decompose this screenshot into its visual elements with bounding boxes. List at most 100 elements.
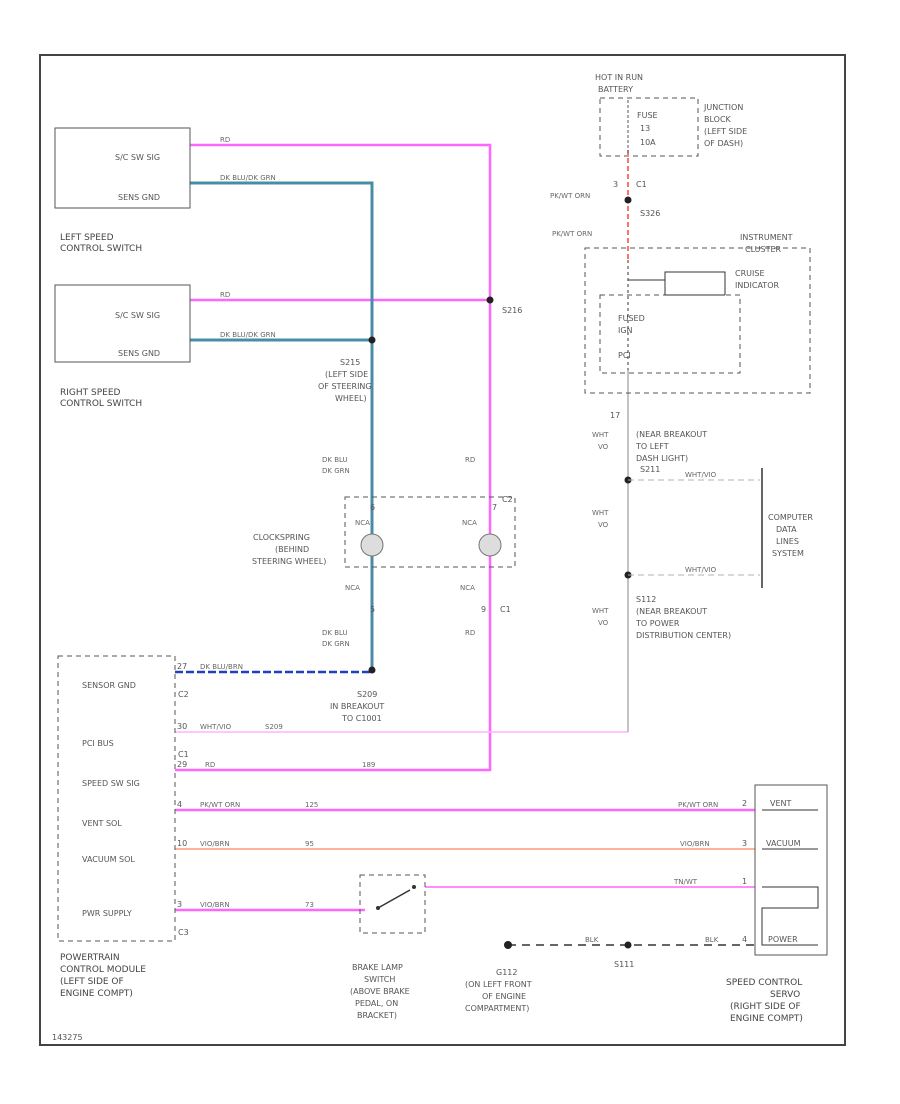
splice-s112-label4: DISTRIBUTION CENTER) (636, 631, 731, 640)
splice-s211-label4: DASH LIGHT) (636, 454, 688, 463)
wire-label-dkgrn-1: DK GRN (322, 467, 350, 475)
junction-pin-c1: C1 (636, 180, 647, 189)
wire-label-pkwt-2: PK/WT ORN (552, 230, 592, 238)
wire-label-vent-pin: 125 (305, 801, 318, 809)
pcm-vent-sol: VENT SOL (82, 819, 122, 828)
fuse-label2: 13 (640, 124, 650, 133)
data-line-upper-label: WHT/VIO (685, 471, 717, 479)
brake-switch-label5: BRACKET) (357, 1011, 397, 1020)
clockspring-label2: (BEHIND (275, 545, 309, 554)
servo-caption1: SPEED CONTROL (726, 978, 802, 988)
pcm-pin-4: 4 (177, 800, 182, 809)
splice-s326-dot (624, 196, 632, 204)
wire-label-vent: PK/WT ORN (200, 801, 240, 809)
brake-switch-label4: PEDAL, ON (355, 999, 398, 1008)
splice-s215-label3: OF STEERING (318, 382, 372, 391)
clockspring-pin-5: 5 (370, 605, 375, 614)
servo-caption3: (RIGHT SIDE OF (730, 1002, 801, 1012)
ground-label2: (ON LEFT FRONT (465, 980, 532, 989)
splice-s209-dot (368, 666, 376, 674)
right-switch-sig-label: S/C SW SIG (115, 311, 160, 320)
junction-block-box (599, 97, 699, 157)
clockspring-nca-tr: NCA (462, 519, 477, 527)
splice-s112-label3: TO POWER (635, 619, 680, 628)
wire-label-speed-rd: RD (205, 761, 215, 769)
hot-in-run-label2: BATTERY (598, 85, 633, 94)
wire-label-rd-4: RD (465, 629, 475, 637)
clockspring-pin-9: 9 (481, 605, 486, 614)
computer-data-label4: SYSTEM (772, 549, 804, 558)
cruise-indicator-label1: CRUISE (735, 269, 765, 278)
left-switch-sig-label: S/C SW SIG (115, 153, 160, 162)
fuse-label3: 10A (640, 138, 656, 147)
pcm-pin-10: 10 (177, 839, 187, 848)
cluster-fused-label1: FUSED (618, 314, 645, 323)
clockspring-nca-bl: NCA (345, 584, 360, 592)
diagram-id: 143275 (52, 1033, 83, 1042)
pcm-speed-sw-sig: SPEED SW SIG (82, 779, 140, 788)
servo-caption2: SERVO (770, 990, 800, 1000)
pcm-sensor-gnd: SENSOR GND (82, 681, 136, 690)
cluster-label2: CLUSTER (745, 245, 782, 254)
pcm-pin-c2: C2 (178, 690, 189, 699)
servo-pin-2: 2 (742, 799, 747, 808)
splice-s215-label2: (LEFT SIDE (325, 370, 368, 379)
cruise-indicator-return (664, 280, 725, 296)
wire-label-sensor-gnd: DK BLU/BRN (200, 663, 243, 671)
splice-s211-label1: S211 (640, 465, 660, 474)
splice-s216-dot (486, 296, 494, 304)
ground-label4: COMPARTMENT) (465, 1004, 529, 1013)
splice-s211-label2: (NEAR BREAKOUT (636, 430, 707, 439)
wire-label-rd-1: RD (220, 136, 230, 144)
splice-s112-label2: (NEAR BREAKOUT (636, 607, 707, 616)
wire-label-vo-1: VO (598, 443, 609, 451)
wire-label-pwr: VIO/BRN (200, 901, 230, 909)
clockspring-pin-6: 6 (370, 503, 375, 512)
junction-label3: (LEFT SIDE (704, 127, 747, 136)
junction-pin-3: 3 (613, 180, 618, 189)
brake-switch-blade (377, 889, 411, 909)
servo-vacuum-label: VACUUM (766, 839, 801, 848)
pcm-box (57, 655, 176, 942)
cluster-inner-box (599, 294, 741, 374)
wire-label-pci-s209: S209 (265, 723, 283, 731)
junction-label1: JUNCTION (703, 103, 743, 112)
wire-label-vacuum-r: VIO/BRN (680, 840, 710, 848)
splice-s215-dot (368, 336, 376, 344)
wire-label-brake-r: TN/WT (673, 878, 698, 886)
fuse-label1: FUSE (637, 111, 658, 120)
right-switch-caption1: RIGHT SPEED (60, 388, 121, 398)
cluster-pci-label: PCI (618, 351, 631, 360)
splice-s326-label: S326 (640, 209, 660, 218)
wire-label-rd-2: RD (220, 291, 230, 299)
wire-label-wht-1: WHT (592, 431, 609, 439)
brake-switch-box (359, 874, 426, 934)
wire-label-pci: WHT/VIO (200, 723, 232, 731)
pcm-pwr-supply: PWR SUPPLY (82, 909, 132, 918)
junction-label4: OF DASH) (704, 139, 743, 148)
cluster-pin-17: 17 (610, 411, 620, 420)
pcm-pin-c3: C3 (178, 928, 189, 937)
wire-left-gnd (190, 181, 374, 670)
ground-dot (504, 941, 512, 949)
clockspring-pin-c2: C2 (502, 495, 513, 504)
wire-label-rd-3: RD (465, 456, 475, 464)
ground-label1: G112 (496, 968, 517, 977)
servo-power-label: POWER (768, 935, 798, 944)
servo-pin-3: 3 (742, 839, 747, 848)
wire-label-gnd-blk2: BLK (705, 936, 719, 944)
wire-label-pkwt-1: PK/WT ORN (550, 192, 590, 200)
clockspring-label3: STEERING WHEEL) (252, 557, 326, 566)
clockspring-pin-c1: C1 (500, 605, 511, 614)
pcm-pin-3: 3 (177, 900, 182, 909)
brake-switch-label2: SWITCH (364, 975, 395, 984)
right-speed-switch-box (54, 284, 191, 363)
brake-switch-contact-b (412, 885, 416, 889)
cluster-label1: INSTRUMENT (740, 233, 793, 242)
clockspring-nca-br: NCA (460, 584, 475, 592)
hot-in-run-label1: HOT IN RUN (595, 73, 643, 82)
wire-label-gnd-blk1: BLK (585, 936, 599, 944)
pcm-caption4: ENGINE COMPT) (60, 989, 133, 999)
wire-label-vo-3: VO (598, 619, 609, 627)
